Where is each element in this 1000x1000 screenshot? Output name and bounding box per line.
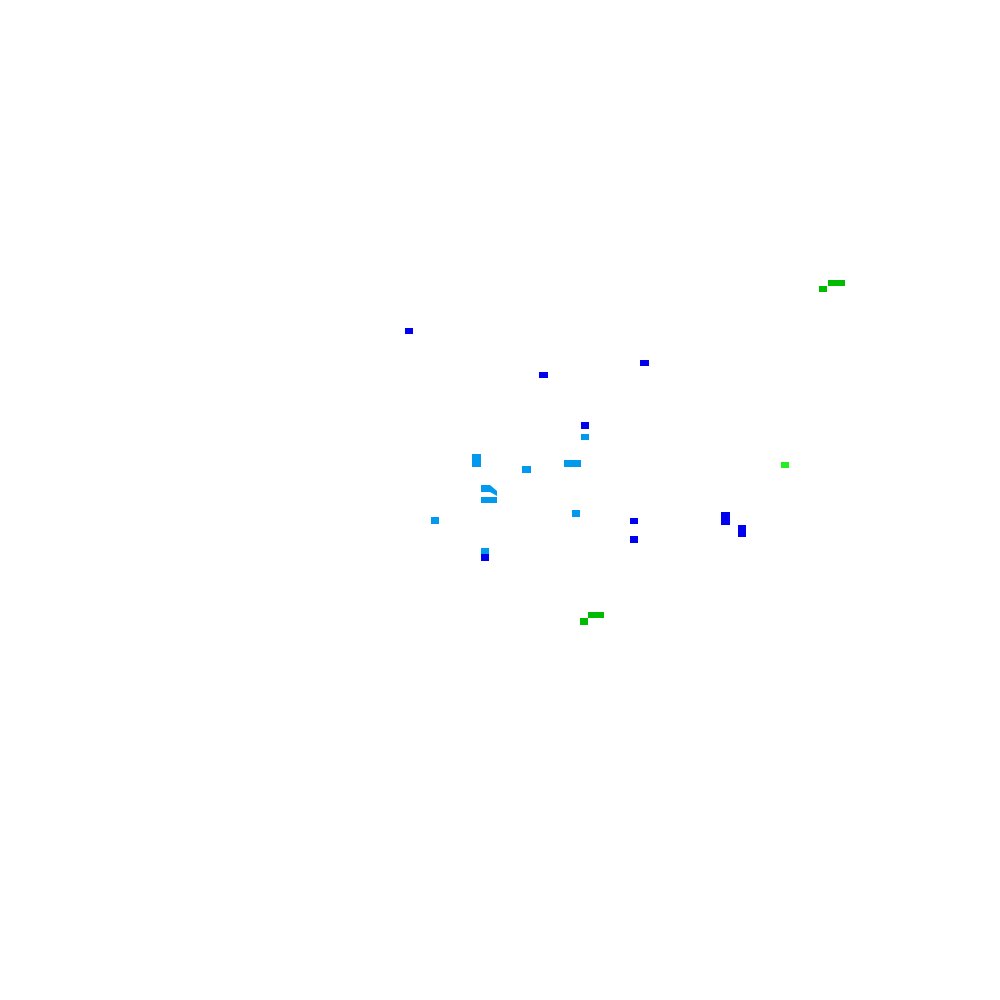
blue-blob — [738, 525, 746, 537]
blue-blob — [539, 372, 548, 378]
green-blob — [580, 618, 588, 625]
green-blob — [588, 612, 604, 618]
light-blue-blob — [572, 510, 580, 517]
light-blue-blob — [481, 485, 497, 496]
blue-blob — [640, 360, 649, 366]
light-blue-blob — [564, 460, 581, 467]
blue-blob — [630, 536, 638, 543]
light-blue-blob — [581, 434, 589, 440]
light-blue-blob — [472, 454, 481, 467]
blue-blob — [630, 518, 638, 524]
light-blue-blob — [481, 548, 489, 554]
blue-blob — [481, 554, 489, 561]
light-blue-blob — [522, 466, 531, 473]
green-blob — [819, 286, 827, 292]
blue-blob — [405, 328, 413, 334]
lime-blob — [781, 462, 789, 468]
blue-blob — [581, 422, 589, 429]
light-blue-blob — [431, 517, 439, 524]
light-blue-blob — [481, 497, 497, 503]
green-blob — [828, 280, 845, 286]
blue-blob — [721, 512, 730, 525]
